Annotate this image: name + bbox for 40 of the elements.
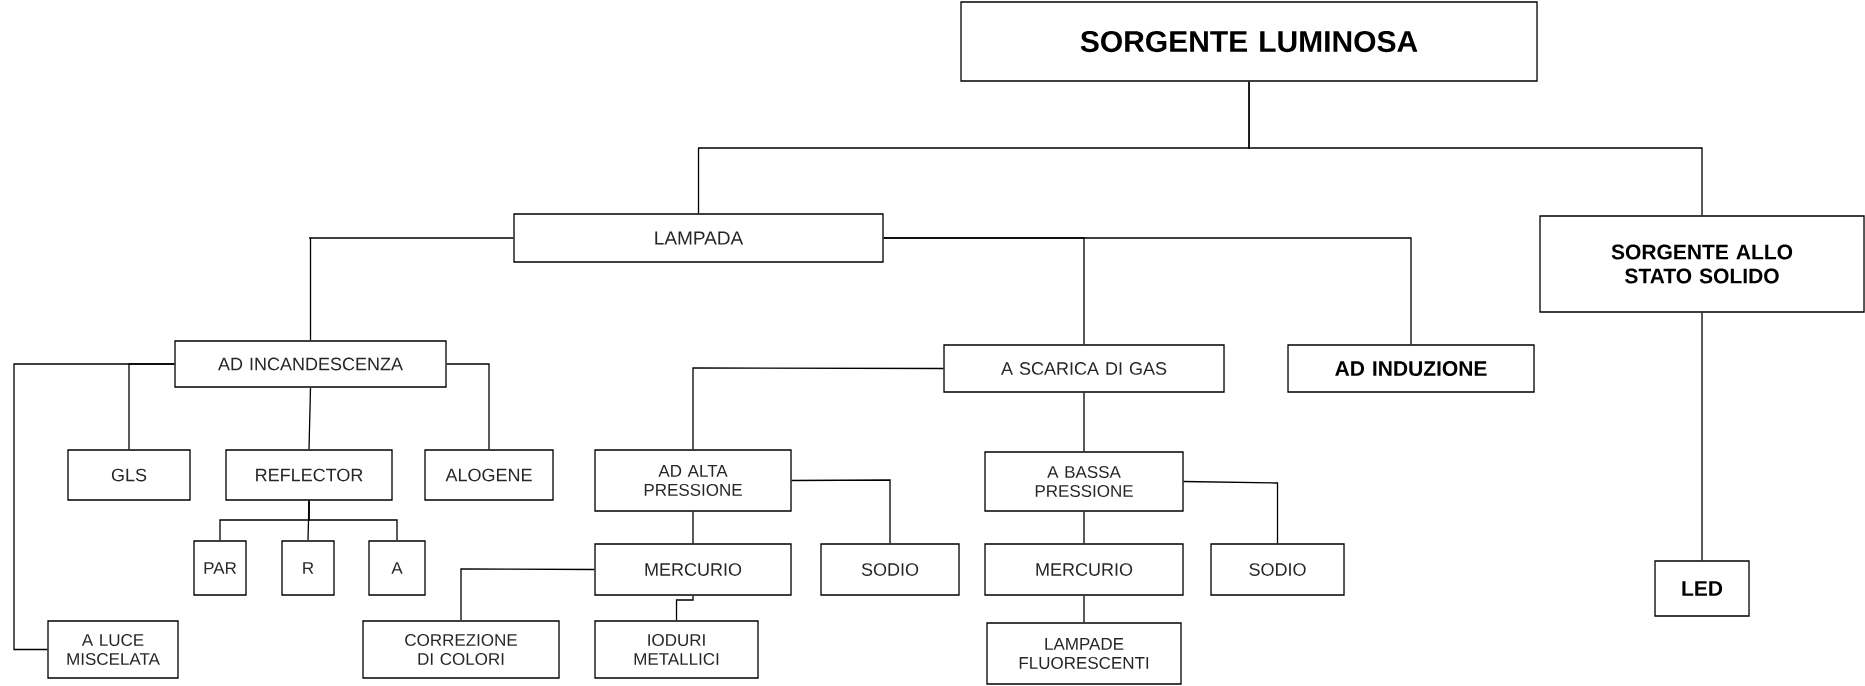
- category-box: CORREZIONE DI COLORI: [362, 620, 560, 679]
- category-box: GLS: [67, 449, 191, 501]
- category-box: LAMPADA: [513, 213, 884, 263]
- connector-line: [791, 479, 891, 544]
- category-box: AD INDUZIONE: [1287, 344, 1535, 393]
- connector-line: [1083, 595, 1085, 623]
- connector-line: [1083, 392, 1085, 452]
- category-box: AD INCANDESCENZA: [174, 340, 447, 388]
- connector-line: [308, 500, 398, 541]
- category-box: AD ALTA PRESSIONE: [594, 449, 792, 512]
- category-box: SODIO: [1210, 543, 1345, 596]
- connector-line: [13, 363, 175, 651]
- category-box: MERCURIO: [594, 543, 792, 596]
- category-box: MERCURIO: [984, 543, 1184, 596]
- category-box: A SCARICA DI GAS: [943, 344, 1225, 393]
- category-box: A: [368, 540, 426, 596]
- category-box: SORGENTE ALLO STATO SOLIDO: [1539, 215, 1865, 313]
- connector-line: [675, 595, 694, 621]
- connector-line: [883, 237, 1412, 345]
- connector-line: [692, 511, 694, 544]
- connector-line: [308, 387, 312, 450]
- connector-line: [1183, 480, 1279, 544]
- category-box: SODIO: [820, 543, 960, 596]
- category-box: A BASSA PRESSIONE: [984, 451, 1184, 512]
- title-box: SORGENTE LUMINOSA: [960, 1, 1538, 82]
- connector-line: [1248, 81, 1703, 216]
- connector-line: [308, 237, 514, 341]
- category-box: ALOGENE: [424, 449, 554, 501]
- category-box: LED: [1654, 560, 1750, 617]
- category-box: LAMPADE FLUORESCENTI: [986, 622, 1182, 685]
- category-box: A LUCE MISCELATA: [47, 620, 179, 679]
- category-box: PAR: [193, 540, 247, 596]
- connector-line: [1083, 511, 1085, 544]
- connector-line: [460, 568, 595, 621]
- category-box: IODURI METALLICI: [594, 620, 759, 679]
- connector-line: [692, 367, 944, 450]
- connector-line: [446, 363, 490, 450]
- category-box: REFLECTOR: [225, 449, 393, 501]
- connector-line: [1701, 312, 1703, 561]
- category-box: R: [281, 540, 335, 596]
